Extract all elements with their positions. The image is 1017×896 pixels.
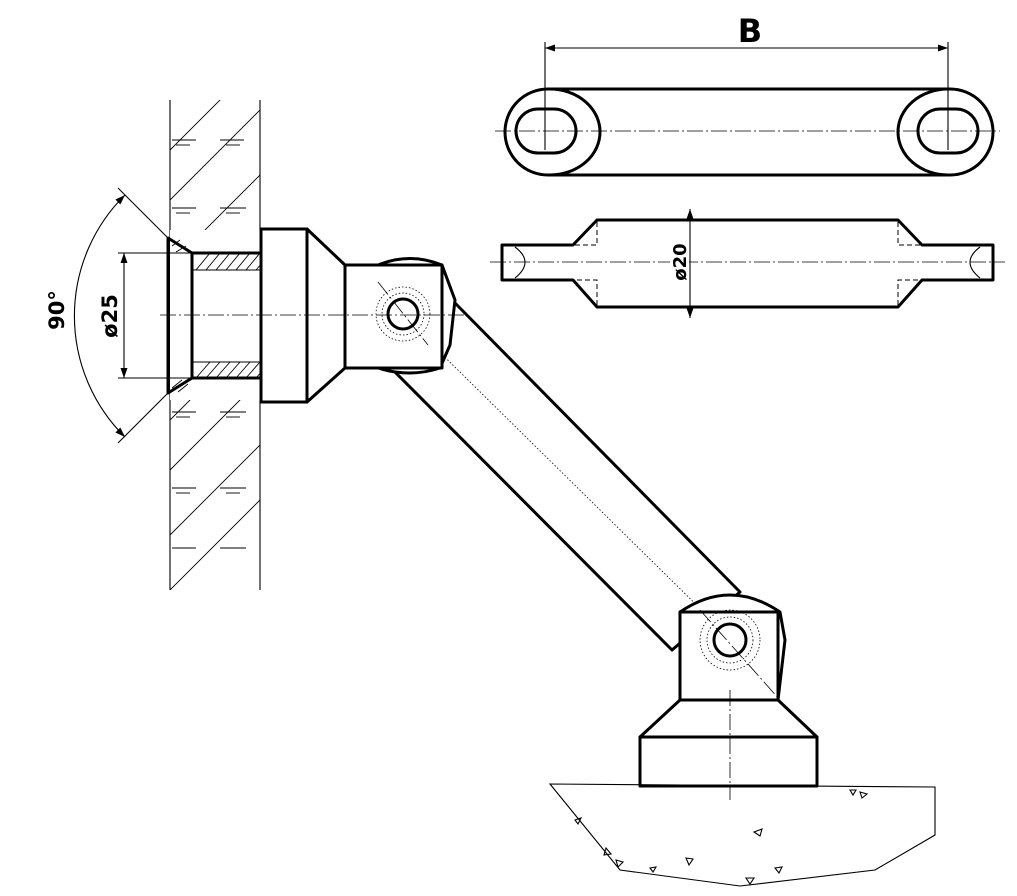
concrete-aggregate <box>574 789 869 885</box>
chamfer-angle-label: 90° <box>45 290 69 330</box>
angle-dimension: 90° <box>45 187 169 444</box>
wall-flange <box>166 227 347 404</box>
arm-top-view: B <box>495 12 1000 177</box>
bushing-hatching <box>171 239 263 393</box>
upper-joint <box>343 257 457 375</box>
floor-base <box>638 690 819 800</box>
bore-diameter-label: ø25 <box>98 294 122 338</box>
concrete-floor <box>548 783 936 887</box>
lower-joint <box>678 593 787 702</box>
arm-side-view: ø20 <box>490 209 1005 318</box>
rod-diameter-label: ø20 <box>670 243 691 280</box>
length-b-label: B <box>738 12 762 50</box>
